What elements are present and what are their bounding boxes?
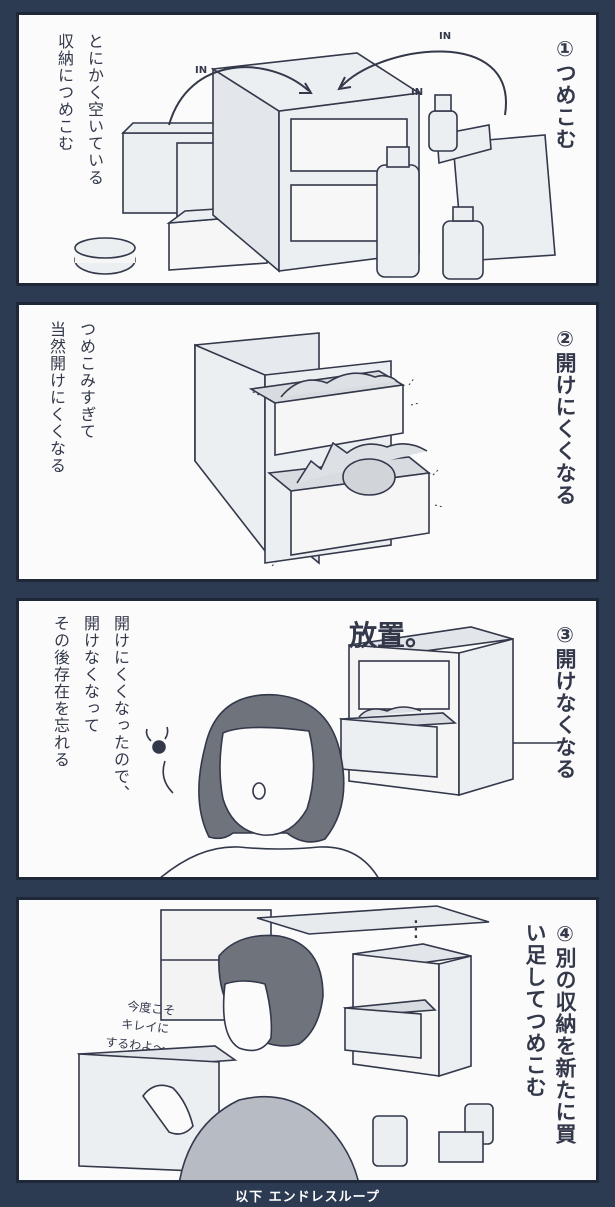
panel-1-text: とにかく空いている 収納につめこむ <box>49 33 109 186</box>
panel-1: IN IN IN ①つめこむ とにかく空いている 収納につめこむ <box>16 12 599 286</box>
panel-4: 今度こそ キレイに するわよ～ ⋮ ④別の収納を新たに買い足してつめこむ <box>16 897 599 1183</box>
exclamation-text: 放置。 <box>348 619 433 652</box>
panel-4-title: ④別の収納を新たに買い足してつめこむ <box>523 922 577 1145</box>
panel-3-title: ③開けなくなる <box>553 623 577 780</box>
panel-3-text-line: その後存在を忘れる <box>51 615 70 768</box>
panel-3: 放置。 ③開けなくなる 開けにくくなったので、 開けなくなって その後存在を忘れ… <box>16 598 599 880</box>
panel-1-title: ①つめこむ <box>553 37 577 150</box>
in-label: IN <box>195 65 207 76</box>
panel-2-text-line: 当然開けにくくなる <box>47 321 66 474</box>
speech-line: キレイに <box>121 1017 170 1036</box>
panel-2-illustration <box>194 332 444 568</box>
panel-1-illustration: IN IN IN <box>74 31 556 280</box>
in-label: IN <box>411 87 423 98</box>
speech-line: 今度こそ <box>127 998 176 1018</box>
panel-2-title: ②開けにくくなる <box>553 327 577 506</box>
speech-line: するわよ～ <box>105 1035 166 1055</box>
panel-3-text-line: 開けにくくなったので、 <box>111 615 130 802</box>
panel-3-illustration: 放置。 <box>145 619 559 877</box>
panel-1-text-line: 収納につめこむ <box>55 33 74 152</box>
panel-2: ②開けにくくなる つめこみすぎて 当然開けにくくなる <box>16 302 599 582</box>
dots-bubble: ⋮ <box>405 917 427 942</box>
in-label: IN <box>439 31 451 42</box>
panel-3-text-line: 開けなくなって <box>81 615 100 734</box>
panel-2-text-line: つめこみすぎて <box>77 321 96 440</box>
panel-3-text: 開けにくくなったので、 開けなくなって その後存在を忘れる <box>45 615 135 802</box>
footer-caption: 以下 エンドレスループ <box>235 1190 380 1205</box>
panel-2-text: つめこみすぎて 当然開けにくくなる <box>41 321 101 474</box>
panel-1-text-line: とにかく空いている <box>85 33 104 186</box>
panel-4-illustration: 今度こそ キレイに するわよ～ ⋮ <box>76 905 494 1180</box>
